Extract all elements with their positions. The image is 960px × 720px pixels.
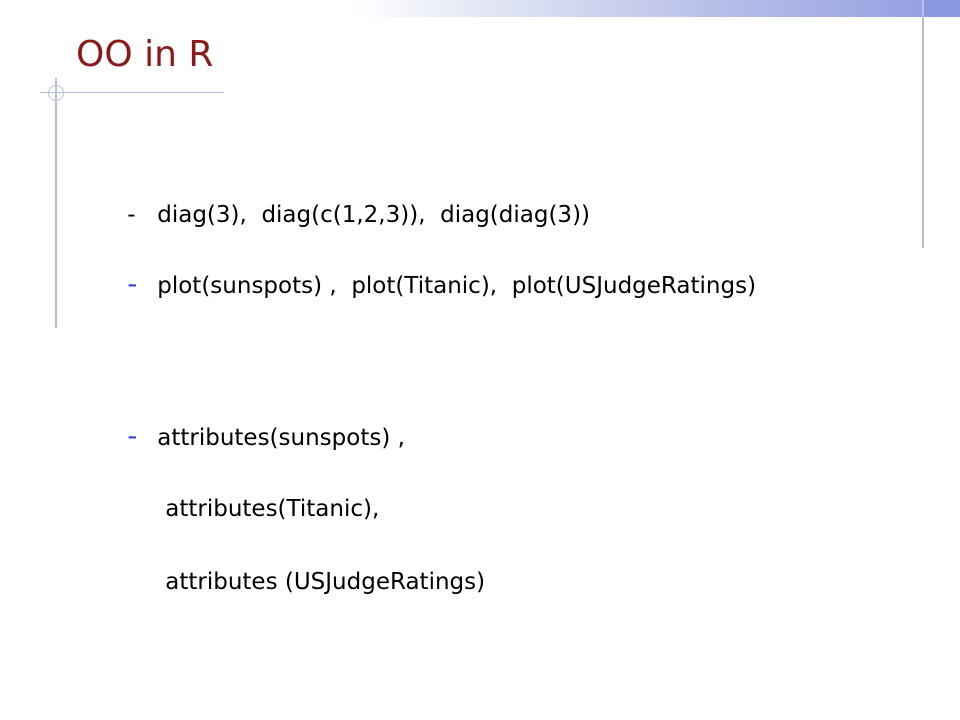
bullet-text-diag: diag(3), diag(c(1,2,3)), diag(diag(3)) — [157, 202, 591, 228]
header-accent-block — [922, 0, 960, 17]
bullet-dash: - — [127, 419, 138, 452]
crosshair-circle-icon — [48, 85, 64, 101]
bullet-line-diag: -diag(3), diag(c(1,2,3)), diag(diag(3)) — [98, 176, 590, 254]
slide-title: OO in R — [76, 34, 214, 75]
bullet-text-plot: plot(sunspots) , plot(Titanic), plot(USJ… — [157, 273, 757, 299]
left-guide-line — [55, 78, 57, 328]
bullet-line-attributes: -attributes(sunspots) , — [98, 396, 405, 477]
continuation-line-usjudge: attributes (USJudgeRatings) — [136, 543, 485, 621]
title-underline — [40, 92, 224, 93]
bullet-dash: - — [127, 267, 138, 300]
header-gradient-band — [352, 0, 960, 17]
text-attributes-titanic: attributes(Titanic), — [165, 496, 380, 522]
bullet-text-attributes-sunspots: attributes(sunspots) , — [157, 425, 405, 451]
text-attributes-usjudgeratings: attributes (USJudgeRatings) — [165, 569, 486, 595]
continuation-line-titanic: attributes(Titanic), — [136, 470, 379, 548]
right-guide-line — [922, 0, 924, 248]
bullet-dash: - — [127, 202, 136, 228]
bullet-line-plot: -plot(sunspots) , plot(Titanic), plot(US… — [98, 244, 756, 325]
